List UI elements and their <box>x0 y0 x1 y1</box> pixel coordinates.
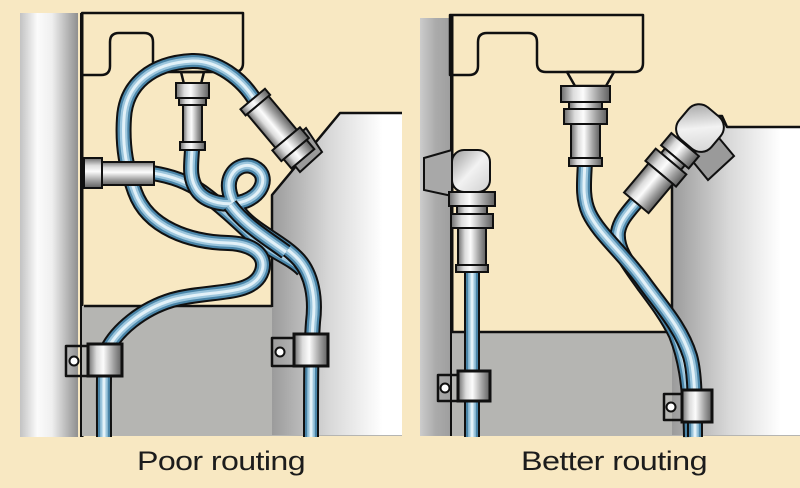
cylinder-block <box>672 116 800 435</box>
hose-clamp-left <box>436 369 492 403</box>
machine-wall <box>420 18 451 436</box>
caption-poor-routing: Poor routing <box>137 446 305 476</box>
hose-clamp-left <box>64 342 124 378</box>
captions: Poor routing Better routing <box>137 446 708 476</box>
machine-post <box>20 13 78 437</box>
hose-clamp-right <box>662 388 714 424</box>
angled-fitting-block <box>239 87 324 174</box>
angled-fitting-block <box>622 103 736 215</box>
manifold <box>448 13 645 77</box>
straight-fitting-top <box>560 85 611 167</box>
caption-better-routing: Better routing <box>521 446 707 476</box>
panel-poor-routing <box>20 11 402 437</box>
panel-better-routing <box>420 13 800 437</box>
wall-edge-line <box>80 13 84 437</box>
straight-fitting-wall <box>83 157 155 189</box>
straight-fitting-top <box>175 82 210 151</box>
hose-clamp-right <box>270 332 330 368</box>
elbow-fitting-wall <box>423 148 496 273</box>
manifold-neck <box>565 70 616 88</box>
